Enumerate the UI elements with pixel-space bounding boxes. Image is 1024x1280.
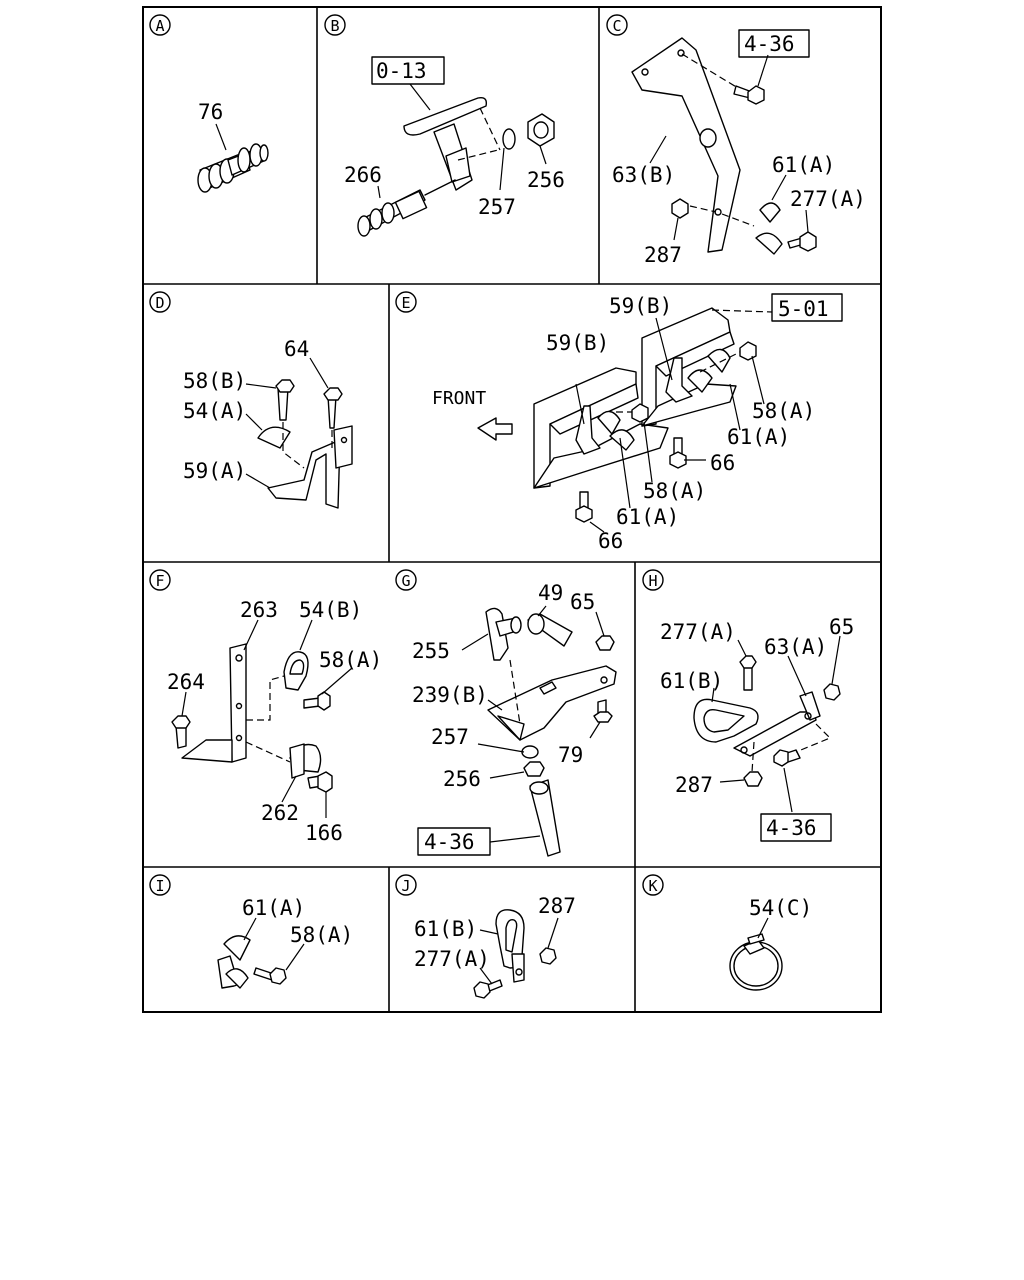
section-badge-k: K bbox=[642, 874, 664, 896]
label-58a-f: 58(A) bbox=[319, 648, 382, 672]
svg-text:J: J bbox=[401, 877, 410, 895]
label-264: 264 bbox=[167, 670, 205, 694]
svg-text:C: C bbox=[612, 17, 621, 35]
svg-text:A: A bbox=[155, 17, 164, 35]
section-badge-a: A bbox=[149, 14, 171, 36]
svg-text:E: E bbox=[401, 294, 410, 312]
label-239b: 239(B) bbox=[412, 683, 488, 707]
svg-text:B: B bbox=[330, 17, 339, 35]
label-257-g: 257 bbox=[431, 725, 469, 749]
label-287-h: 287 bbox=[675, 773, 713, 797]
section-e-drawing bbox=[477, 293, 843, 533]
section-c-drawing bbox=[631, 29, 817, 255]
label-61b-h: 61(B) bbox=[660, 669, 723, 693]
label-65-h: 65 bbox=[829, 615, 854, 639]
label-66-left: 66 bbox=[598, 529, 623, 553]
ref-4-36-c: 4-36 bbox=[744, 32, 795, 56]
section-h-drawing bbox=[693, 635, 841, 842]
label-58a-e-left: 58(A) bbox=[643, 479, 706, 503]
label-61b-j: 61(B) bbox=[414, 917, 477, 941]
label-277a-j: 277(A) bbox=[414, 947, 490, 971]
label-59b-upper: 59(B) bbox=[609, 294, 672, 318]
label-49: 49 bbox=[538, 581, 563, 605]
label-166: 166 bbox=[305, 821, 343, 845]
label-63b: 63(B) bbox=[612, 163, 675, 187]
ref-4-36-g: 4-36 bbox=[424, 830, 475, 854]
label-54a-d: 54(A) bbox=[183, 399, 246, 423]
svg-text:G: G bbox=[401, 572, 410, 590]
label-256-g: 256 bbox=[443, 767, 481, 791]
label-255: 255 bbox=[412, 639, 450, 663]
label-59b-lower: 59(B) bbox=[546, 331, 609, 355]
section-d-drawing bbox=[245, 357, 353, 509]
label-287-c: 287 bbox=[644, 243, 682, 267]
section-i-drawing bbox=[217, 917, 305, 989]
ref-5-01: 5-01 bbox=[778, 297, 829, 321]
label-58a-e-right: 58(A) bbox=[752, 399, 815, 423]
section-badge-h: H bbox=[642, 569, 664, 591]
section-badge-d: D bbox=[149, 291, 171, 313]
svg-text:D: D bbox=[155, 294, 164, 312]
label-277a-c: 277(A) bbox=[790, 187, 866, 211]
label-65-g: 65 bbox=[570, 590, 595, 614]
section-badge-c: C bbox=[606, 14, 628, 36]
label-257: 257 bbox=[478, 195, 516, 219]
label-256: 256 bbox=[527, 168, 565, 192]
section-a-drawing bbox=[197, 123, 269, 193]
svg-text:K: K bbox=[648, 877, 657, 895]
front-label: FRONT bbox=[432, 388, 486, 409]
section-g-drawing bbox=[417, 605, 617, 857]
label-61a-e-left: 61(A) bbox=[616, 505, 679, 529]
label-54b: 54(B) bbox=[299, 598, 362, 622]
section-badge-j: J bbox=[395, 874, 417, 896]
label-76: 76 bbox=[198, 100, 223, 124]
section-k-drawing bbox=[729, 917, 783, 991]
section-badge-b: B bbox=[324, 14, 346, 36]
label-54c: 54(C) bbox=[749, 896, 812, 920]
section-b-drawing bbox=[357, 56, 555, 237]
section-f-drawing bbox=[171, 619, 353, 818]
section-badges: A B C D E F G H I J K bbox=[149, 14, 664, 896]
label-277a-h: 277(A) bbox=[660, 620, 736, 644]
svg-text:H: H bbox=[648, 572, 657, 590]
label-61a-i: 61(A) bbox=[242, 896, 305, 920]
label-63a: 63(A) bbox=[764, 635, 827, 659]
label-66-right: 66 bbox=[710, 451, 735, 475]
label-58b: 58(B) bbox=[183, 369, 246, 393]
section-badge-e: E bbox=[395, 291, 417, 313]
label-262: 262 bbox=[261, 801, 299, 825]
label-263: 263 bbox=[240, 598, 278, 622]
ref-4-36-h: 4-36 bbox=[766, 816, 817, 840]
section-badge-i: I bbox=[149, 874, 171, 896]
label-64: 64 bbox=[284, 337, 309, 361]
diagram-grid bbox=[142, 6, 882, 1013]
label-59a: 59(A) bbox=[183, 459, 246, 483]
section-badge-f: F bbox=[149, 569, 171, 591]
label-287-j: 287 bbox=[538, 894, 576, 918]
label-61a-c: 61(A) bbox=[772, 153, 835, 177]
section-badge-g: G bbox=[395, 569, 417, 591]
label-58a-i: 58(A) bbox=[290, 923, 353, 947]
ref-0-13: 0-13 bbox=[376, 59, 427, 83]
label-61a-e-right: 61(A) bbox=[727, 425, 790, 449]
label-79: 79 bbox=[558, 743, 583, 767]
label-266: 266 bbox=[344, 163, 382, 187]
svg-text:F: F bbox=[155, 572, 164, 590]
section-j-drawing bbox=[473, 909, 559, 999]
svg-text:I: I bbox=[155, 877, 164, 895]
